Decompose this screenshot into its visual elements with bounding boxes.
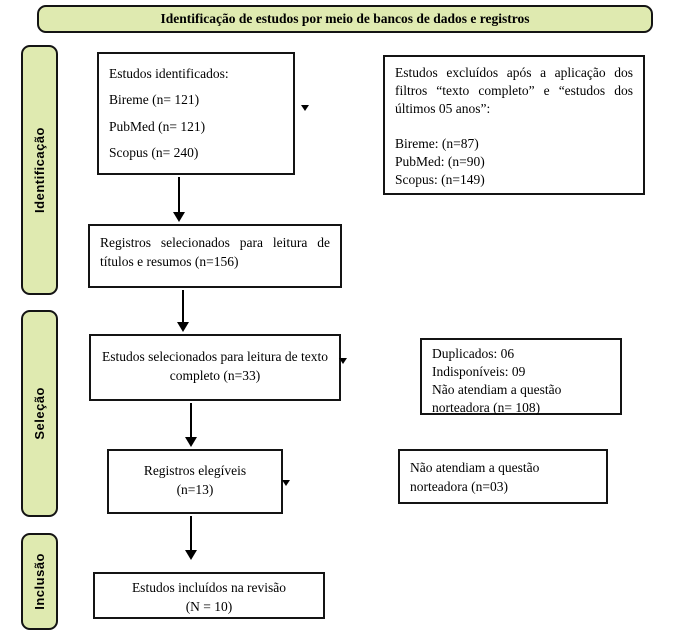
full-text-text: Estudos selecionados para leitura de tex…	[101, 349, 329, 383]
phase-identificacao-label: Identificação	[32, 127, 47, 213]
included-line: Estudos incluídos na revisão	[131, 580, 287, 595]
arrow-shaft	[190, 403, 192, 437]
phase-inclusao-label: Inclusão	[32, 553, 47, 610]
excluded-filters-line: Scopus: (n=149)	[395, 172, 485, 187]
box-excluded-filters: Estudos excluídos após a aplicação dos f…	[383, 55, 645, 195]
included-line: (N = 10)	[185, 599, 233, 614]
arrow-down-icon	[185, 437, 197, 447]
arrow-identified-to-titles	[173, 177, 185, 222]
stray-arrow-marker-icon	[301, 105, 309, 111]
stray-arrow-marker-icon	[282, 480, 290, 486]
arrow-down-icon	[185, 550, 197, 560]
box-excluded-fulltext: Duplicados: 06 Indisponíveis: 09 Não ate…	[420, 338, 622, 415]
box-excluded-eligible: Não atendiam a questão norteadora (n=03)	[398, 449, 608, 504]
titles-abstracts-text: Registros selecionados para leitura de t…	[100, 235, 330, 269]
arrow-shaft	[182, 290, 184, 322]
excluded-filters-line: Bireme: (n=87)	[395, 136, 479, 151]
phase-selecao: Seleção	[21, 310, 58, 517]
arrow-down-icon	[177, 322, 189, 332]
identified-line: Bireme (n= 121)	[109, 92, 200, 108]
arrow-shaft	[178, 177, 180, 212]
phase-identificacao: Identificação	[21, 45, 58, 295]
stray-arrow-marker-icon	[339, 358, 347, 364]
box-titles-abstracts: Registros selecionados para leitura de t…	[88, 224, 342, 288]
eligible-line: (n=13)	[176, 482, 214, 497]
excluded-fulltext-line: Não atendiam a questão norteadora (n= 10…	[432, 382, 562, 415]
arrow-titles-to-fulltext	[177, 290, 189, 332]
arrow-down-icon	[173, 212, 185, 222]
excluded-fulltext-line: Duplicados: 06	[432, 346, 515, 361]
box-included: Estudos incluídos na revisão (N = 10)	[93, 572, 325, 619]
identified-line: PubMed (n= 121)	[109, 118, 206, 134]
banner-title: Identificação de estudos por meio de ban…	[37, 5, 653, 33]
excluded-eligible-text: Não atendiam a questão norteadora (n=03)	[410, 460, 540, 494]
spacer	[395, 118, 633, 135]
excluded-filters-line: PubMed: (n=90)	[395, 154, 485, 169]
box-full-text: Estudos selecionados para leitura de tex…	[89, 334, 341, 401]
phase-inclusao: Inclusão	[21, 533, 58, 630]
eligible-line: Registros elegíveis	[143, 463, 247, 478]
arrow-fulltext-to-eligible	[185, 403, 197, 447]
identified-line: Estudos identificados:	[109, 65, 229, 81]
box-identified: Estudos identificados: Bireme (n= 121) P…	[97, 52, 295, 175]
arrow-shaft	[190, 516, 192, 550]
excluded-filters-intro: Estudos excluídos após a aplicação dos f…	[395, 65, 633, 116]
arrow-eligible-to-included	[185, 516, 197, 560]
excluded-fulltext-line: Indisponíveis: 09	[432, 364, 526, 379]
box-eligible: Registros elegíveis (n=13)	[107, 449, 283, 514]
identified-line: Scopus (n= 240)	[109, 145, 199, 161]
phase-selecao-label: Seleção	[32, 387, 47, 440]
